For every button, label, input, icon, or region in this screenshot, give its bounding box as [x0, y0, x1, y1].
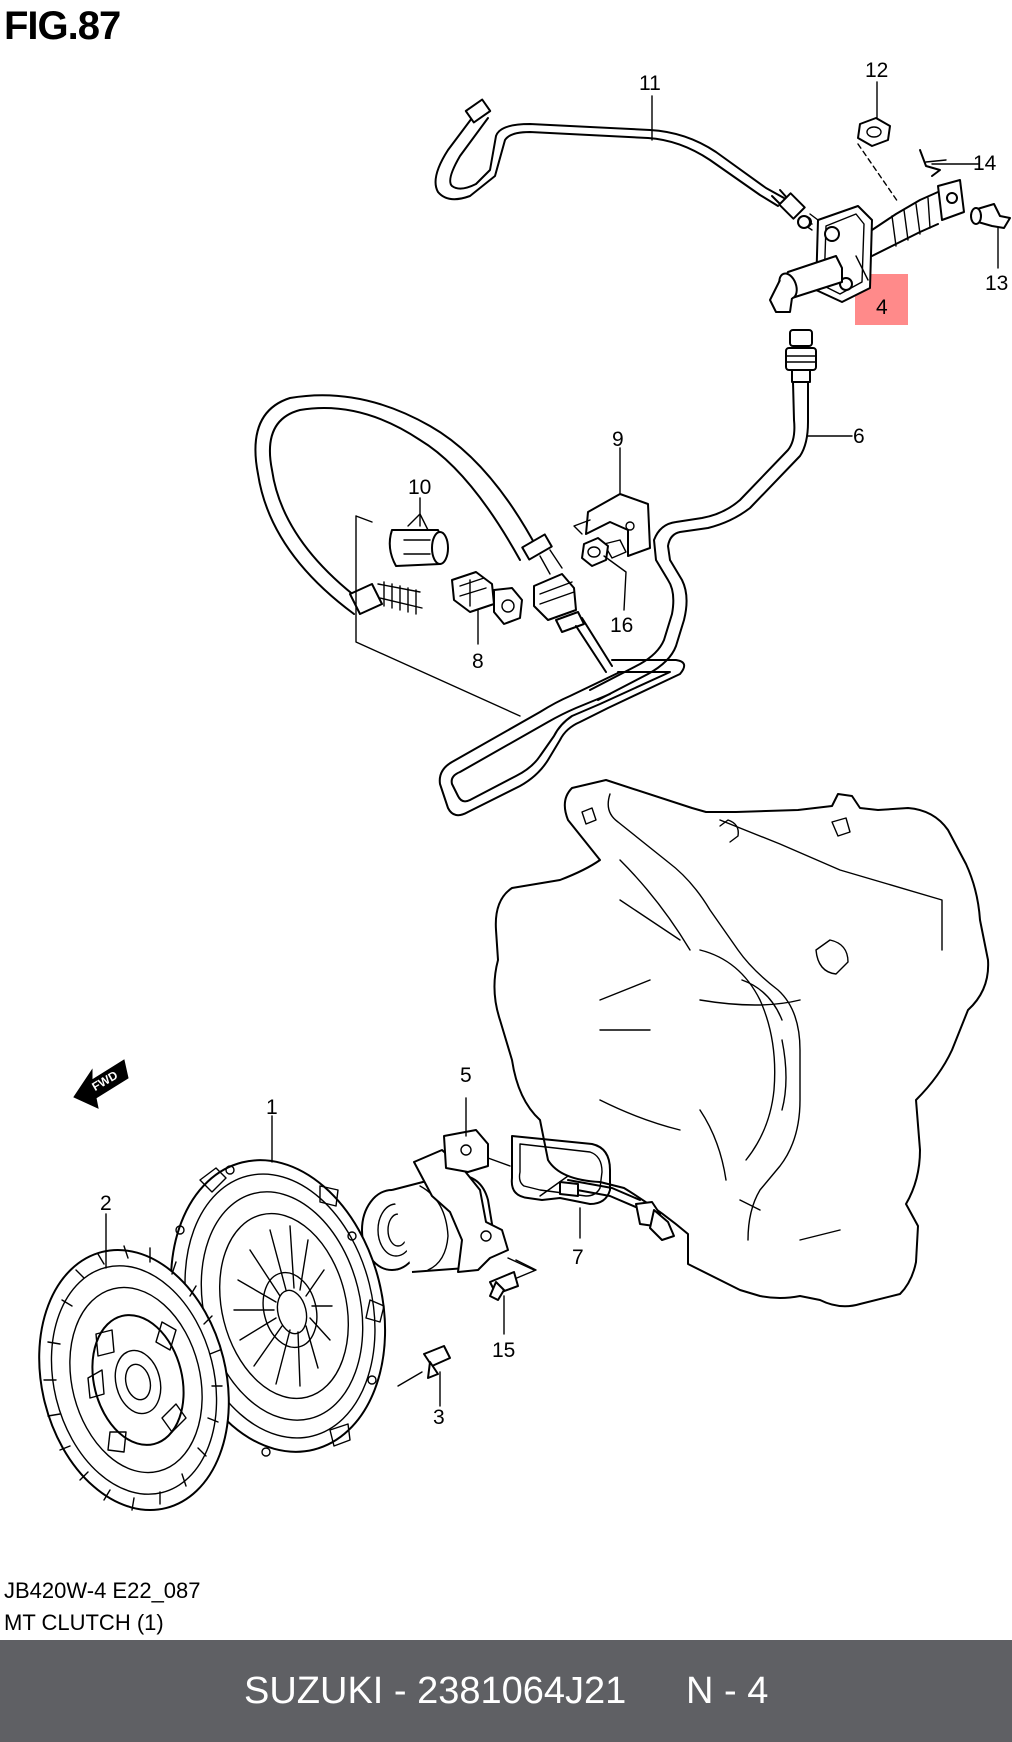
callout-10: 10: [408, 476, 431, 499]
callout-13: 13: [985, 272, 1008, 295]
part-16-nut: [581, 537, 609, 567]
transmission-housing: [493, 779, 990, 1308]
part-6-pipe: [589, 329, 817, 701]
footer-part-number: SUZUKI - 2381064J21: [244, 1670, 627, 1712]
diagram-code-caption: JB420W-4 E22_087: [4, 1578, 201, 1603]
part-hose-loop: [254, 394, 613, 673]
callout-14: 14: [973, 152, 997, 175]
footer-bar: SUZUKI - 2381064J21 N - 4: [0, 1640, 1012, 1742]
part-4-master-cylinder: [769, 179, 965, 313]
diagram-name-caption: MT CLUTCH (1): [4, 1610, 164, 1635]
part-2-clutch-disc: [38, 1245, 230, 1511]
callout-6: 6: [853, 425, 865, 448]
fwd-arrow: FWD: [73, 1059, 129, 1109]
part-13-pin: [970, 203, 1011, 229]
part-10-clip: [388, 513, 449, 567]
figure-title: FIG.87: [4, 4, 121, 48]
callout-11: 11: [639, 72, 661, 95]
callouts: 11 12 14 13 4 6 9 10 16 8 5 1 2 7 15 3: [100, 59, 1008, 1429]
callout-7: 7: [572, 1246, 584, 1269]
part-11-hose: [434, 98, 813, 228]
callout-5: 5: [460, 1064, 472, 1087]
callout-3: 3: [433, 1406, 445, 1429]
part-15-bolt: [489, 1259, 537, 1301]
part-5-release-cylinder: [361, 1129, 535, 1273]
part-14-clip: [919, 149, 947, 177]
callout-8: 8: [472, 650, 484, 673]
exploded-parts-diagram: FWD 11 12 14 13 4 6 9 10 16 8 5 1 2 7 15: [38, 59, 1011, 1511]
part-12-nut: [857, 117, 899, 203]
callout-1: 1: [266, 1096, 278, 1119]
callout-16: 16: [610, 614, 633, 637]
part-8-union: [451, 571, 523, 625]
bracket-outline: [355, 515, 521, 717]
part-9-bracket: [573, 493, 651, 559]
callout-2: 2: [100, 1192, 112, 1215]
part-bent-tube: [438, 659, 686, 817]
part-3-bolt: [397, 1345, 451, 1387]
callout-9: 9: [612, 428, 624, 451]
callout-4: 4: [876, 296, 888, 319]
callout-15: 15: [492, 1339, 515, 1362]
callout-12: 12: [865, 59, 888, 82]
footer-page-ref: N - 4: [686, 1670, 769, 1712]
leader-lines: [105, 81, 999, 1407]
part-7-hose: [510, 1135, 675, 1241]
